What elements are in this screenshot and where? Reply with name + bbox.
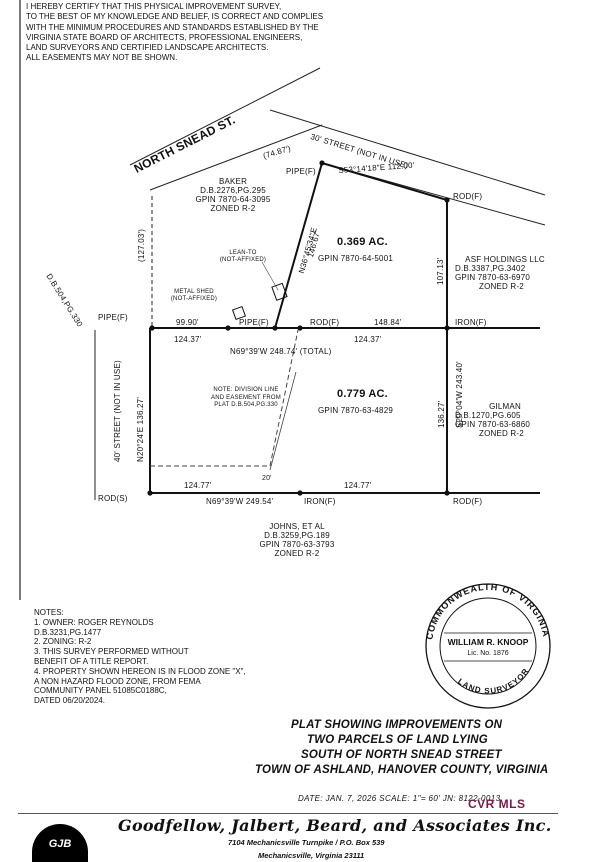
title-line: TWO PARCELS OF LAND LYING	[307, 734, 488, 746]
dim-99-90: 99.90'	[176, 318, 199, 327]
owner-line: D.B.1270,PG.605	[455, 411, 521, 420]
easement-width: 20'	[262, 475, 272, 482]
seal-bottom-text: LAND SURVEYOR	[456, 666, 531, 695]
note-line: NOTES:	[34, 608, 64, 617]
firm-footer: GJB Goodfellow, Jalbert, Beard, and Asso…	[18, 813, 558, 862]
seal-surveyor-name: WILLIAM R. KNOOP	[447, 637, 529, 647]
title-block: PLAT SHOWING IMPROVEMENTS ON TWO PARCELS…	[255, 718, 549, 778]
north-parcel-gpin: GPIN 7870-64-5001	[318, 254, 394, 263]
division-note: NOTE: DIVISION LINE AND EASEMENT FROM PL…	[196, 387, 296, 410]
owner-line: ZONED R-2	[479, 282, 524, 291]
owner-line: ASF HOLDINGS LLC	[465, 255, 545, 264]
iron-found-mid: IRON(F)	[455, 318, 487, 327]
owner-gilman: GILMAN D.B.1270,PG.605 GPIN 7870-63-6860…	[455, 402, 555, 438]
lean-to-note: (NOT-AFFIXED)	[219, 257, 267, 263]
cert-line: I HEREBY CERTIFY THAT THIS PHYSICAL IMPR…	[26, 2, 282, 11]
owner-line: ZONED R-2	[274, 549, 320, 558]
owner-line: ZONED R-2	[210, 204, 256, 213]
metal-shed-text: METAL SHED	[174, 289, 214, 295]
owner-line: JOHNS, ET AL	[269, 522, 325, 531]
cert-line: LAND SURVEYORS AND CERTIFIED LANDSCAPE A…	[26, 43, 269, 53]
north-parcel-acreage: 0.369 AC.	[337, 236, 388, 248]
division-note-line: NOTE: DIVISION LINE	[213, 387, 279, 393]
cert-line: VIRGINIA STATE BOARD OF ARCHITECTS, PROF…	[26, 32, 303, 42]
owner-line: BAKER	[218, 177, 248, 186]
owner-line: D.B.3387,PG.3402	[455, 264, 526, 273]
cert-line: ALL EASEMENTS MAY NOT BE SHOWN.	[26, 53, 178, 63]
west-bearing-bottom: N20°24'E 136.27'	[136, 396, 145, 462]
dim-124-37-west: 124.37'	[174, 335, 202, 344]
owner-line: D.B.3259,PG.189	[264, 531, 330, 540]
dim-148-84: 148.84'	[374, 318, 402, 327]
dim-127-03: (127.03')	[137, 228, 146, 262]
cert-line: TO THE BEST OF MY KNOWLEDGE AND BELIEF, …	[26, 12, 324, 22]
note-line: 2. ZONING: R-2	[34, 637, 92, 647]
division-note-line: PLAT D.B.504,PG.330	[214, 402, 278, 408]
bottom-bearing: N69°39'W 249.54'	[206, 497, 274, 506]
dim-124-37-east: 124.37'	[354, 335, 382, 344]
note-line: 4. PROPERTY SHOWN HEREON IS IN FLOOD ZON…	[34, 666, 246, 676]
owner-line: GPIN 7870-63-6860	[455, 420, 531, 429]
note-line: BENEFIT OF A TITLE REPORT.	[34, 656, 149, 666]
east-distance-bottom: 136.27'	[437, 400, 446, 428]
lean-to-text: LEAN-TO	[229, 250, 257, 256]
lean-to-label: LEAN-TO (NOT-AFFIXED)	[213, 250, 273, 264]
note-line: 1. OWNER: ROGER REYNOLDS	[34, 617, 154, 627]
note-line: DATED 06/20/2024.	[34, 696, 106, 706]
note-line: A NON HAZARD FLOOD ZONE, FROM FEMA	[34, 676, 201, 686]
title-line: TOWN OF ASHLAND, HANOVER COUNTY, VIRGINI…	[255, 764, 549, 776]
owner-line: GPIN 7870-63-3793	[259, 540, 335, 549]
metal-shed-note: (NOT-AFFIXED)	[170, 296, 218, 302]
owner-line: GPIN 7870-63-6970	[455, 273, 531, 282]
iron-found-bottom: IRON(F)	[304, 497, 336, 506]
title-line: PLAT SHOWING IMPROVEMENTS ON	[291, 719, 503, 731]
owner-line: GILMAN	[489, 402, 521, 411]
south-parcel-gpin: GPIN 7870-63-4829	[318, 406, 394, 415]
owner-asf: ASF HOLDINGS LLC D.B.3387,PG.3402 GPIN 7…	[455, 255, 565, 291]
forty-street-label: 40' STREET (NOT IN USE)	[113, 360, 122, 462]
owner-baker: BAKER D.B.2276,PG.295 GPIN 7870-64-3095 …	[168, 177, 298, 213]
owner-line: GPIN 7870-64-3095	[195, 195, 271, 204]
rod-set-bottom: ROD(S)	[98, 494, 128, 503]
note-line: COMMUNITY PANEL 51085C0188C,	[34, 686, 167, 696]
owner-line: ZONED R-2	[479, 429, 524, 438]
pipe-found-top: PIPE(F)	[286, 167, 316, 176]
rod-found-bottom: ROD(F)	[453, 497, 483, 506]
note-line: D.B.3231,PG.1477	[34, 627, 102, 637]
division-note-line: AND EASEMENT FROM	[211, 394, 281, 401]
seal-top-text: COMMONWEALTH OF VIRGINIA	[424, 582, 551, 640]
rod-found-mid: ROD(F)	[310, 318, 340, 327]
date-scale-job: DATE: JAN. 7, 2026 SCALE: 1"= 60' JN: 81…	[298, 794, 501, 803]
certification-text: I HEREBY CERTIFY THAT THIS PHYSICAL IMPR…	[26, 2, 386, 64]
south-parcel-acreage: 0.779 AC.	[337, 388, 388, 400]
dim-124-77-west: 124.77'	[184, 481, 212, 490]
middle-bearing: N69°39'W 248.74' (TOTAL)	[230, 347, 332, 356]
seal-license-number: Lic. No. 1876	[467, 650, 509, 657]
east-distance-top: 107.13'	[436, 257, 445, 285]
notes-block: NOTES: 1. OWNER: ROGER REYNOLDS D.B.3231…	[34, 608, 284, 706]
firm-address: 7104 Mechanicsville Turnpike / P.O. Box …	[228, 838, 385, 847]
dim-124-77-east: 124.77'	[344, 481, 372, 490]
note-line: 3. THIS SURVEY PERFORMED WITHOUT	[34, 647, 189, 657]
pipe-found-left: PIPE(F)	[98, 313, 128, 322]
owner-johns: JOHNS, ET AL D.B.3259,PG.189 GPIN 7870-6…	[232, 522, 362, 558]
owner-line: D.B.2276,PG.295	[200, 186, 266, 195]
rod-found-top: ROD(F)	[453, 192, 483, 201]
pipe-found-mid: PIPE(F)	[239, 318, 269, 327]
firm-city: Mechanicsville, Virginia 23111	[258, 851, 365, 860]
firm-logo-text: GJB	[48, 838, 72, 850]
metal-shed-label: METAL SHED (NOT-AFFIXED)	[164, 289, 224, 303]
firm-name: Goodfellow, Jalbert, Beard, and Associat…	[118, 816, 552, 835]
firm-logo: GJB	[32, 824, 88, 862]
mls-watermark: CVR MLS	[468, 797, 526, 811]
title-line: SOUTH OF NORTH SNEAD STREET	[301, 749, 502, 761]
cert-line: WITH THE MINIMUM PROCEDURES AND STANDARD…	[26, 22, 319, 32]
